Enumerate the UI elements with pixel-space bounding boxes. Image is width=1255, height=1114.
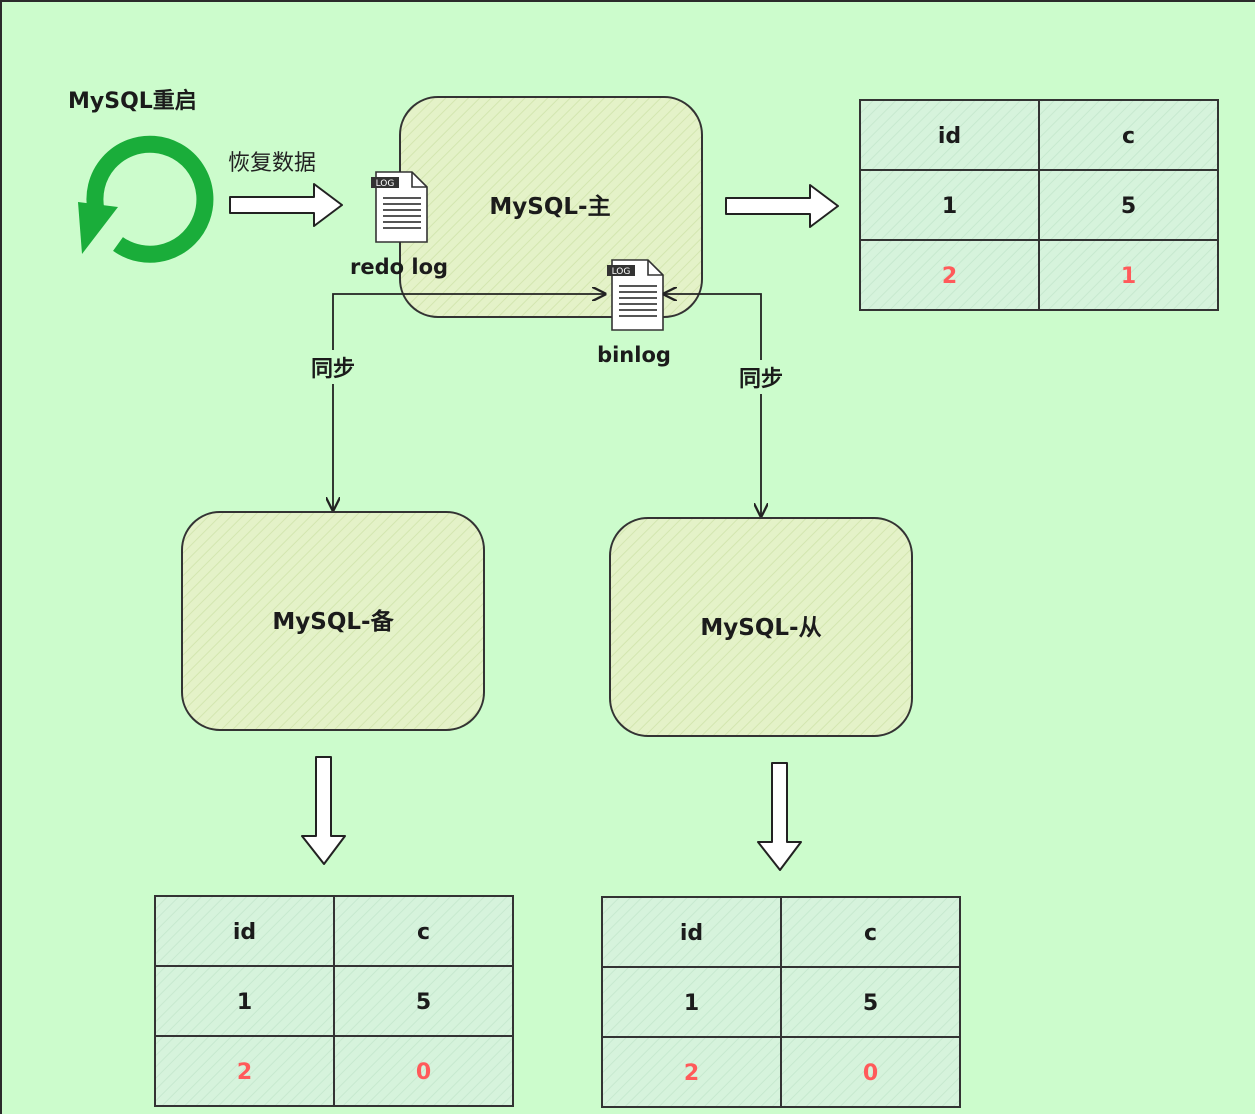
recover-data-label: 恢复数据	[228, 151, 316, 176]
primary-to-table-arrow	[725, 184, 839, 228]
table-cell: 5	[863, 991, 878, 1016]
sync-label-left-bg	[303, 350, 363, 384]
table-cell: 5	[416, 990, 431, 1015]
binlog-file-icon	[607, 259, 664, 331]
table-cell: 2	[684, 1061, 699, 1086]
standby-data-table: id c 1 5 2 0	[154, 895, 514, 1107]
redo-log-file-tag: LOG	[376, 179, 395, 189]
primary-data-table: id c 1 5 2 1	[859, 99, 1219, 311]
table-header-cell: c	[1122, 124, 1135, 149]
table-header-cell: c	[417, 920, 430, 945]
table-cell: 1	[942, 194, 957, 219]
table-header-cell: c	[864, 921, 877, 946]
replica-data-table: id c 1 5 2 0	[601, 896, 961, 1108]
table-header-cell: id	[680, 921, 703, 946]
restart-title: MySQL重启	[68, 88, 197, 114]
table-header-cell: id	[233, 920, 256, 945]
table-cell: 2	[942, 264, 957, 289]
table-cell: 0	[863, 1061, 878, 1086]
window-frame-left	[0, 0, 2, 1114]
standby-node	[181, 511, 485, 731]
replica-to-table-arrow	[757, 762, 802, 871]
binlog-label: binlog	[597, 343, 671, 367]
sync-label-right: 同步	[739, 366, 783, 392]
sync-label-right-bg	[731, 360, 791, 394]
standby-node-label: MySQL-备	[272, 608, 394, 635]
table-cell: 5	[1121, 194, 1136, 219]
window-frame-top	[0, 0, 1255, 2]
table-cell: 1	[237, 990, 252, 1015]
standby-to-table-arrow	[301, 756, 346, 865]
sync-connector-left	[333, 294, 605, 510]
sync-label-left: 同步	[311, 356, 355, 382]
replica-node-label: MySQL-从	[700, 615, 821, 641]
table-cell: 2	[237, 1060, 252, 1085]
table-header-cell: id	[938, 124, 961, 149]
refresh-icon	[78, 135, 214, 263]
redo-log-file-icon	[371, 171, 428, 243]
table-cell: 1	[1121, 264, 1136, 289]
binlog-file-tag: LOG	[612, 267, 631, 277]
redo-log-label: redo log	[350, 255, 448, 279]
sync-connector-right	[664, 294, 761, 516]
primary-node-label: MySQL-主	[489, 194, 610, 220]
table-cell: 1	[684, 991, 699, 1016]
recover-arrow	[229, 183, 343, 227]
replica-node	[609, 517, 913, 737]
table-cell: 0	[416, 1060, 431, 1085]
